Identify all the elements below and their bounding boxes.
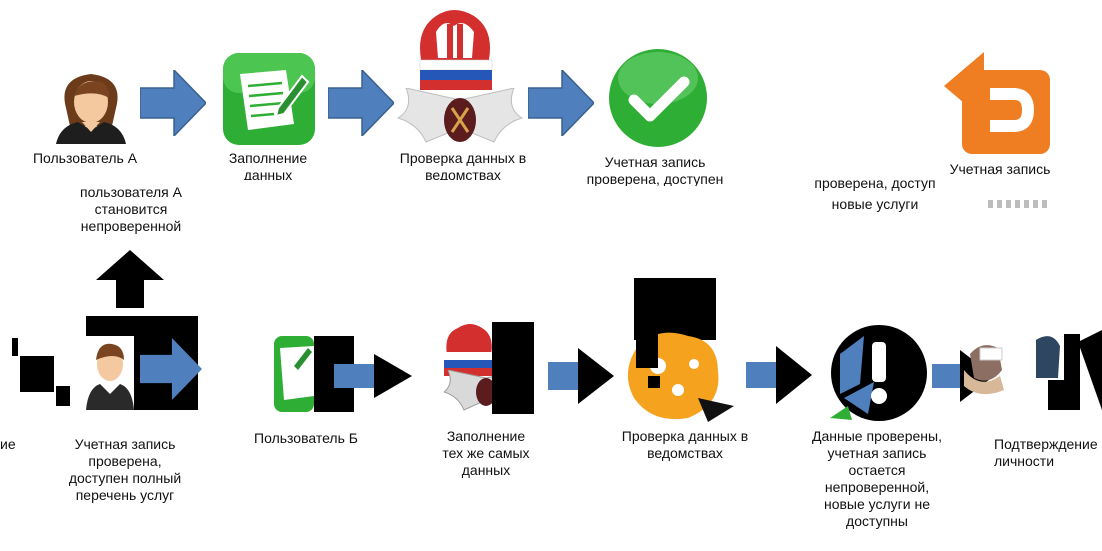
flow-arrow (140, 338, 202, 400)
flow-arrow (328, 70, 394, 136)
verified-label: Учетная запись проверена, доступен (586, 154, 724, 186)
pfr-logo-icon (414, 2, 496, 94)
same-data-label: Заполнение тех же самых данных (442, 428, 530, 478)
flow-arrow (746, 346, 812, 404)
up-arrow-icon (96, 250, 164, 308)
flow-arrow (334, 354, 412, 398)
cut-left-label: ие (0, 436, 16, 452)
exclamation-circle-icon (830, 324, 928, 422)
black-block (492, 322, 534, 414)
stays-unverified-label: Данные проверены, учетная запись остаетс… (812, 428, 942, 529)
pfr-logo-icon (442, 320, 496, 380)
flow-arrow (548, 348, 614, 404)
becomes-unverified-label: пользователя А становится непроверенной (80, 184, 182, 234)
identity-label: Подтверждение личности (994, 436, 1098, 469)
account-label: Учетная запись (949, 161, 1051, 177)
dashes (988, 200, 1050, 208)
new-services-label: новые услуги (831, 196, 919, 212)
person-icon (86, 336, 134, 410)
form-fill-icon (274, 336, 314, 412)
fragment-block (12, 338, 18, 356)
fragment-block (56, 386, 70, 406)
flow-arrow (528, 70, 594, 136)
fragment-block (20, 356, 54, 392)
return-arrow-icon (944, 52, 1056, 154)
checkmark-icon (608, 48, 708, 148)
person-a-icon (52, 68, 130, 144)
warning-splash-icon (618, 326, 738, 424)
user-a-label: Пользователь А (32, 150, 138, 166)
black-block (634, 278, 716, 340)
identity-icon (960, 330, 1102, 420)
partial-text: проверена, доступ (814, 175, 936, 191)
verified-full-label: Учетная запись проверена, доступен полны… (68, 436, 182, 503)
check-label-bottom: Проверка данных в ведомствах (621, 428, 749, 461)
user-b-label: Пользователь Б (254, 430, 358, 446)
fill-label: Заполнение данных (228, 150, 308, 180)
eagle-emblem-icon (396, 88, 524, 150)
form-fill-icon (222, 52, 316, 146)
check-label: Проверка данных в ведомствах (399, 150, 527, 180)
flow-arrow (140, 70, 206, 136)
